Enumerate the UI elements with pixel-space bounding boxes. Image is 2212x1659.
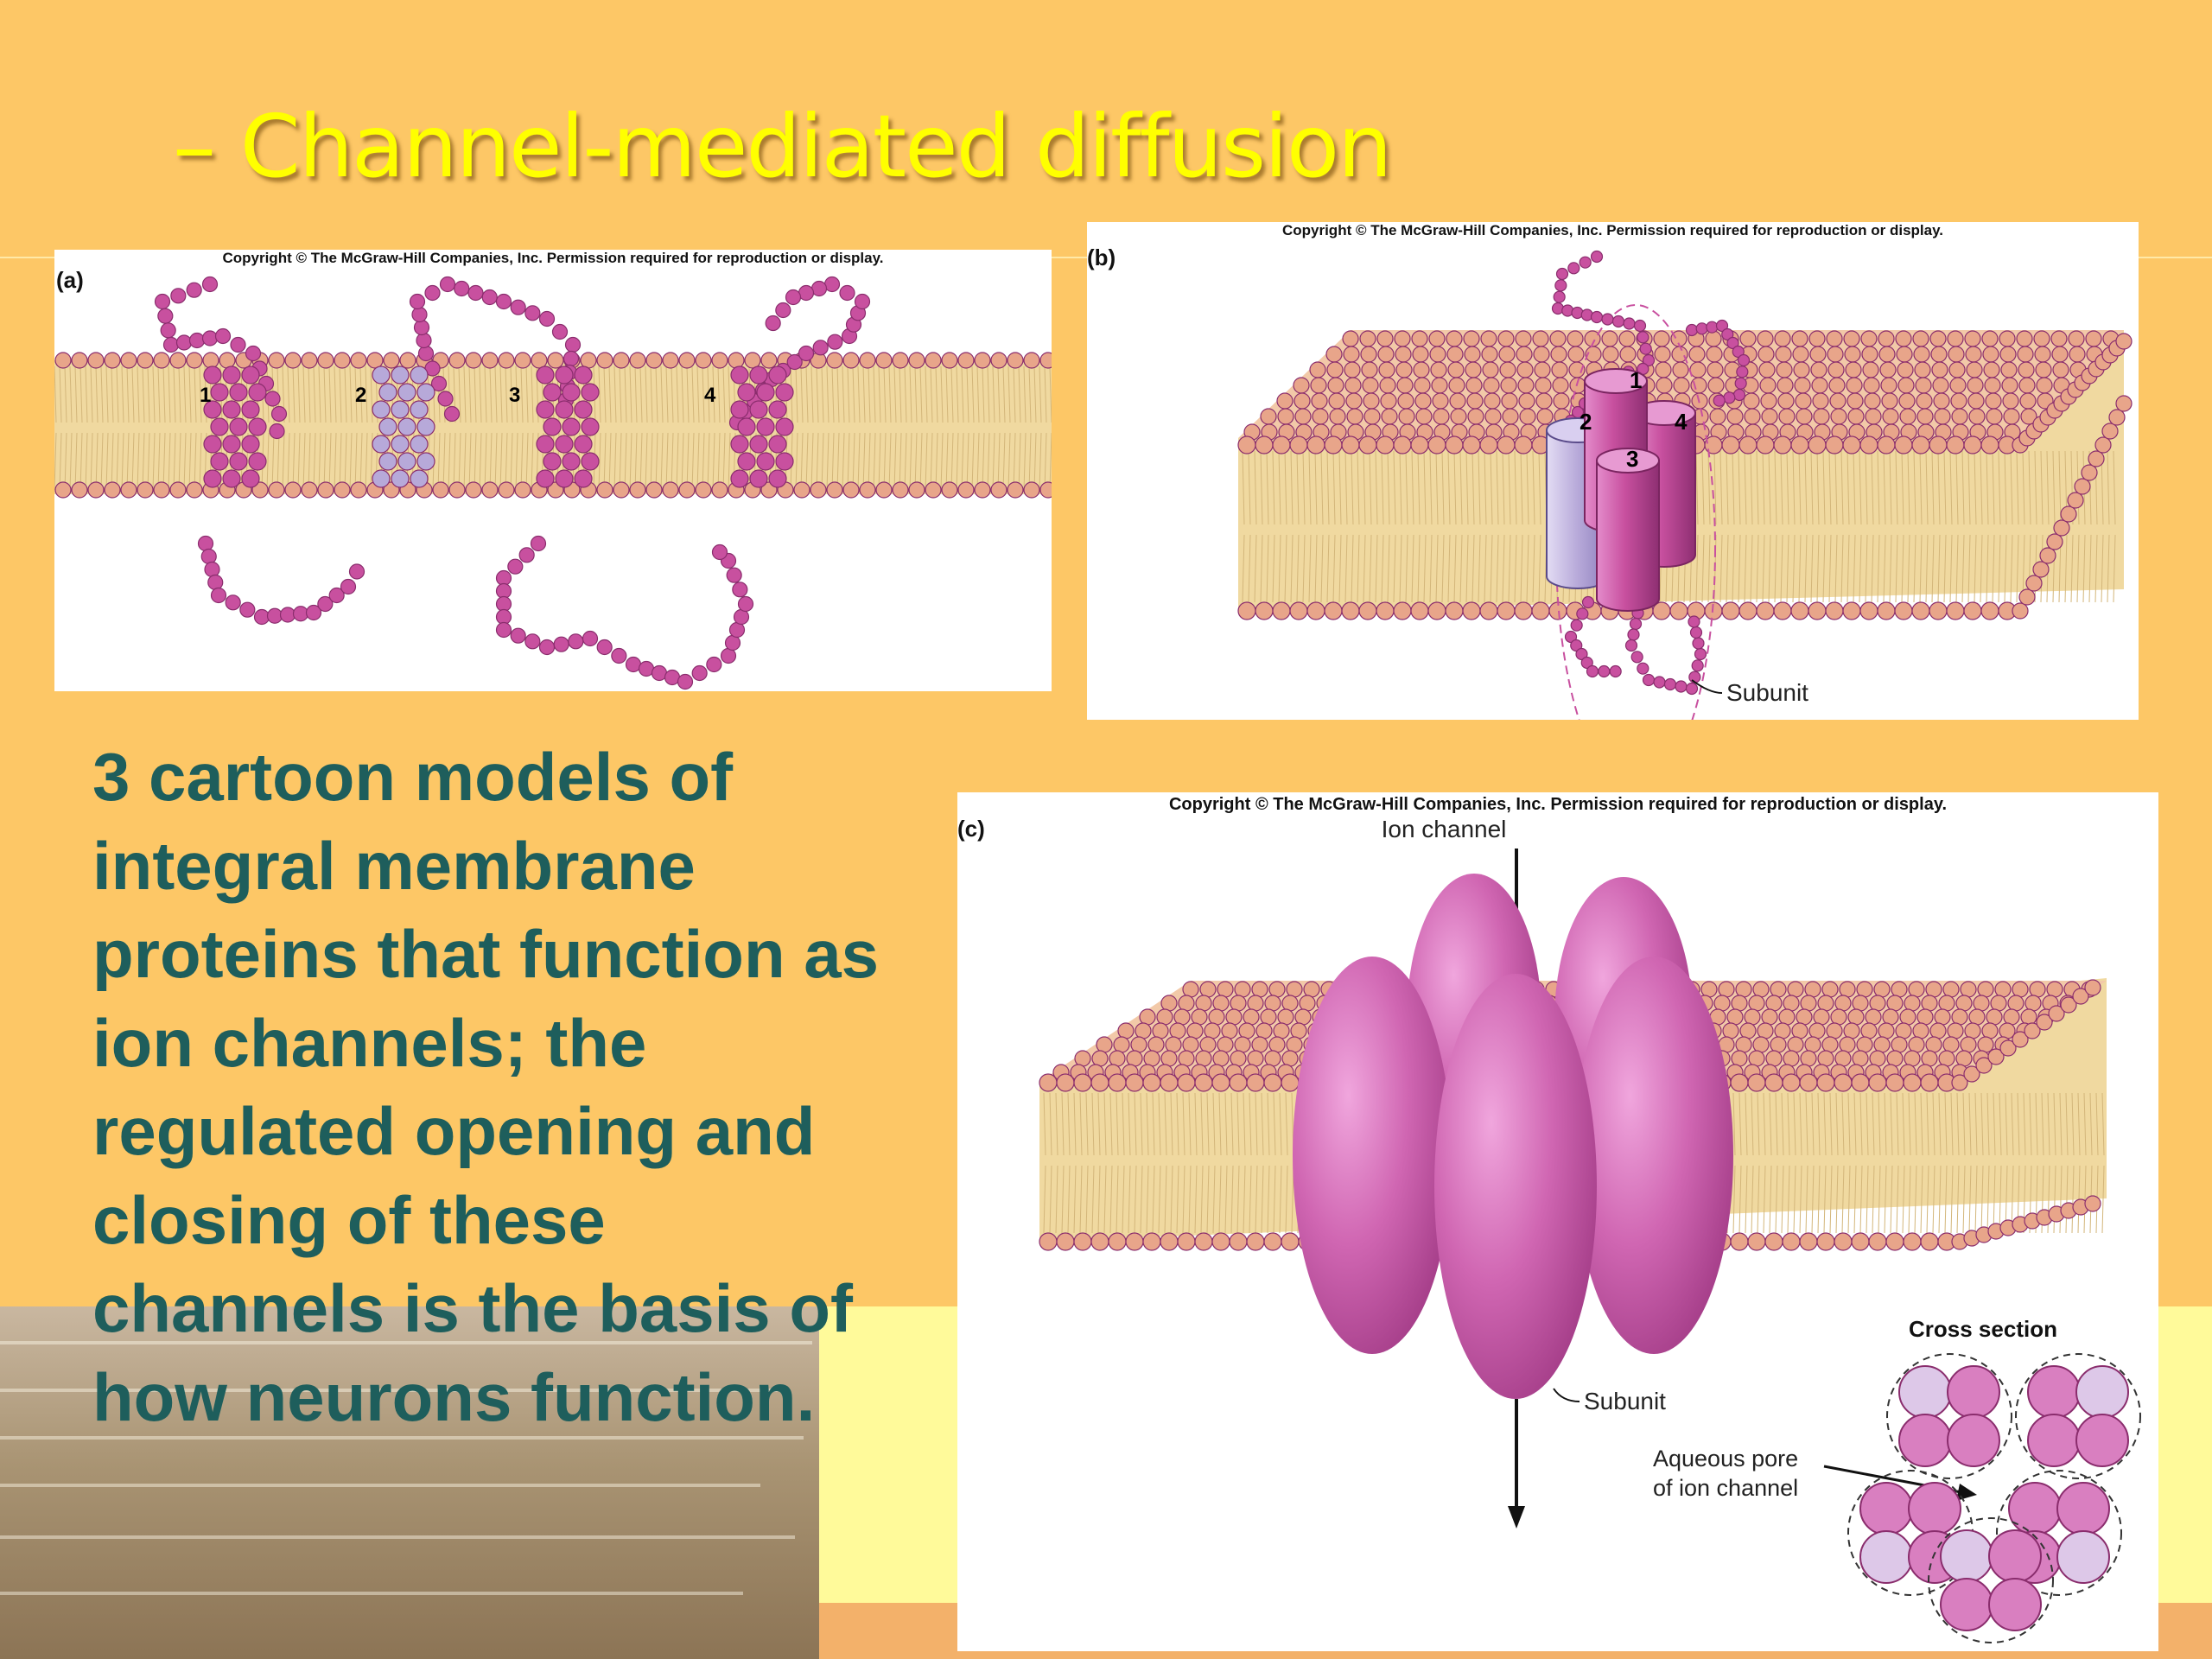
subunit-label: Subunit [1726, 679, 1808, 706]
figure-panel-b: Copyright © The McGraw-Hill Companies, I… [1087, 222, 2139, 720]
segment-number: 1 [200, 384, 211, 407]
segment-number: 3 [509, 384, 520, 407]
copyright-notice: Copyright © The McGraw-Hill Companies, I… [1281, 222, 1944, 238]
arrowhead [1956, 1484, 1977, 1501]
helix-cylinder [1596, 448, 1660, 612]
panel-label: (c) [957, 816, 985, 842]
aqueous-pore-label-line2: of ion channel [1653, 1475, 1798, 1501]
cross-section-label: Cross section [1909, 1316, 2057, 1342]
cross-section-channel [2015, 1353, 2141, 1479]
copyright-notice: Copyright © The McGraw-Hill Companies, I… [1168, 795, 1948, 814]
channel-subunit [1293, 957, 1452, 1354]
channel-subunit [1434, 974, 1597, 1399]
ion-channel-label: Ion channel [1382, 816, 1507, 842]
arrowhead [1508, 1506, 1525, 1529]
cross-section-group [1847, 1353, 2141, 1643]
segment-number: 2 [355, 384, 366, 407]
slide-body-text: 3 cartoon models of integral membrane pr… [92, 739, 880, 1435]
aqueous-pore-label-line1: Aqueous pore [1653, 1446, 1798, 1471]
segment-number: 4 [704, 384, 716, 407]
copyright-notice: Copyright © The McGraw-Hill Companies, I… [222, 250, 884, 266]
subunit-number: 3 [1626, 446, 1638, 472]
panel-label: (a) [56, 267, 84, 293]
subunit-leader-line [1691, 679, 1723, 694]
protein-chain [154, 276, 871, 690]
channel-subunit [1574, 957, 1733, 1354]
subunit-number: 1 [1630, 367, 1642, 393]
cross-section-channel [1928, 1517, 2054, 1643]
panel-label: (b) [1087, 245, 1116, 270]
paper-stack-photo [0, 1306, 819, 1659]
cross-section-channel [1886, 1353, 2012, 1479]
ion-channel-diagram: Ion channel Subunit Cross section Aqueou… [1039, 816, 2141, 1643]
figure-panel-c: Copyright © The McGraw-Hill Companies, I… [957, 792, 2158, 1651]
membrane-protein-diagram-a: 1 2 3 4 [54, 276, 1052, 690]
subunit-number: 2 [1580, 409, 1592, 435]
subunit-leader-line [1553, 1388, 1580, 1402]
figure-panel-a: Copyright © The McGraw-Hill Companies, I… [54, 250, 1052, 691]
subunit-label: Subunit [1584, 1388, 1666, 1414]
slide-title: – Channel-mediated diffusion [173, 96, 1392, 197]
membrane-protein-diagram-b: 1 2 4 3 Subunit [1237, 250, 2133, 720]
subunit-number: 4 [1675, 409, 1688, 435]
